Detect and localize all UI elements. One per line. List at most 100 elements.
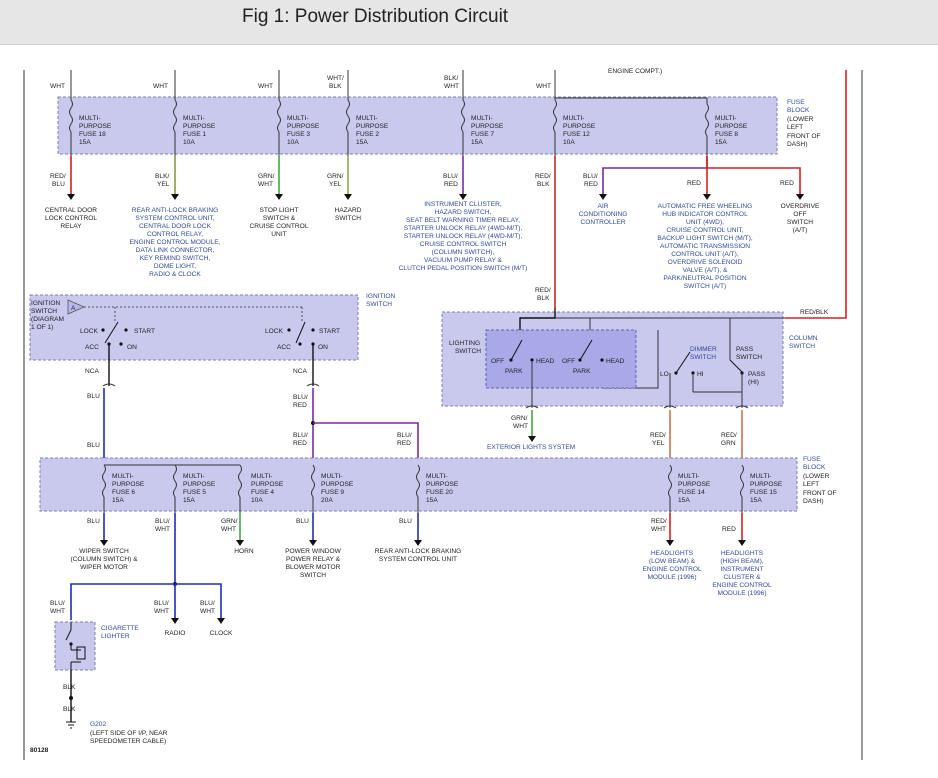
cigarette-lighter-box xyxy=(54,621,96,671)
svg-text:MODULE (1996): MODULE (1996) xyxy=(647,574,696,581)
fuse-3: MULTI- PURPOSE FUSE 3 10A xyxy=(277,99,320,156)
wire-label-wht-blk-b: BLK xyxy=(329,83,342,90)
dest-free-wheeling-hub-etc: AUTOMATIC FREE WHEELING HUB INDICATOR CO… xyxy=(657,203,753,290)
svg-text:MULTI-: MULTI- xyxy=(79,115,101,122)
svg-text:HUB INDICATOR CONTROL: HUB INDICATOR CONTROL xyxy=(662,211,748,218)
figure-id: 80128 xyxy=(30,747,49,754)
svg-text:CLUSTER &: CLUSTER & xyxy=(723,574,761,581)
svg-text:RADIO & CLOCK: RADIO & CLOCK xyxy=(149,271,201,278)
svg-text:SWITCH: SWITCH xyxy=(335,215,361,222)
svg-text:SYSTEM CONTROL UNIT,: SYSTEM CONTROL UNIT, xyxy=(135,215,214,222)
svg-text:VACUUM PUMP RELAY &: VACUUM PUMP RELAY & xyxy=(424,257,503,264)
svg-text:VALVE (A/T), &: VALVE (A/T), & xyxy=(683,267,728,274)
svg-text:SWITCH (A/T): SWITCH (A/T) xyxy=(684,283,727,290)
dest-headlights-low-beam: HEADLIGHTS (LOW BEAM) & ENGINE CONTROL M… xyxy=(642,550,702,581)
wire-blu-red-branch xyxy=(313,422,419,465)
svg-text:CONDITIONING: CONDITIONING xyxy=(579,211,628,218)
figure-title: Fig 1: Power Distribution Circuit xyxy=(242,6,509,27)
svg-text:WHT: WHT xyxy=(221,526,236,533)
svg-text:PURPOSE: PURPOSE xyxy=(183,481,216,488)
bottom-output-labels: BLU BLU/ WHT GRN/ WHT BLU BLU RED/ WHT R… xyxy=(87,518,736,533)
svg-text:SPEEDOMETER CABLE): SPEEDOMETER CABLE) xyxy=(90,738,166,745)
svg-text:(LOW BEAM) &: (LOW BEAM) & xyxy=(649,558,696,565)
svg-text:CRUISE CONTROL SWITCH: CRUISE CONTROL SWITCH xyxy=(420,241,507,248)
svg-text:PURPOSE: PURPOSE xyxy=(79,123,112,130)
svg-text:PURPOSE: PURPOSE xyxy=(715,123,748,130)
svg-text:SWITCH &: SWITCH & xyxy=(263,215,296,222)
dest-overdrive-off-switch: OVERDRIVE OFF SWITCH (A/T) xyxy=(781,203,820,234)
svg-text:20A: 20A xyxy=(321,497,333,504)
svg-text:FUSE 12: FUSE 12 xyxy=(563,131,590,138)
svg-text:OFF: OFF xyxy=(793,211,806,218)
wire-blu-wht-cig xyxy=(70,583,175,620)
dest-rear-anti-lock-braking: REAR ANTI-LOCK BRAKING SYSTEM CONTROL UN… xyxy=(375,548,461,563)
svg-text:WHT: WHT xyxy=(513,423,528,430)
svg-text:FUSE 14: FUSE 14 xyxy=(678,489,705,496)
svg-text:ACC: ACC xyxy=(277,344,291,351)
svg-text:PARK: PARK xyxy=(505,368,523,375)
svg-text:HAZARD: HAZARD xyxy=(334,207,361,214)
fuse-block-top-label: FUSE BLOCK (LOWER LEFT FRONT OF DASH) xyxy=(787,99,821,148)
svg-text:RED/: RED/ xyxy=(50,173,66,180)
svg-text:FUSE 15: FUSE 15 xyxy=(750,489,777,496)
svg-text:PURPOSE: PURPOSE xyxy=(426,481,459,488)
svg-text:CRUISE CONTROL: CRUISE CONTROL xyxy=(250,223,309,230)
power-distribution-diagram: ENGINE COMPT.) RED/BLK FUSE BLOCK (LOWER… xyxy=(23,68,863,760)
svg-text:10A: 10A xyxy=(563,139,575,146)
svg-text:FUSE: FUSE xyxy=(803,456,821,463)
svg-text:RED/: RED/ xyxy=(535,287,551,294)
ignition-contacts-left: LOCK START ACC ON xyxy=(80,321,155,351)
svg-text:START: START xyxy=(319,328,340,335)
svg-text:REAR ANTI-LOCK BRAKING: REAR ANTI-LOCK BRAKING xyxy=(132,207,218,214)
svg-text:COLUMN: COLUMN xyxy=(789,335,818,342)
svg-text:LEFT: LEFT xyxy=(803,481,819,488)
cigarette-lighter-icon xyxy=(65,622,86,670)
svg-text:BLU/: BLU/ xyxy=(583,173,598,180)
svg-text:BLU/: BLU/ xyxy=(397,432,412,439)
svg-text:HEADLIGHTS: HEADLIGHTS xyxy=(721,550,764,557)
fuse-14: MULTI- PURPOSE FUSE 14 15A xyxy=(668,464,711,513)
svg-text:WHT: WHT xyxy=(154,608,169,615)
svg-text:PURPOSE: PURPOSE xyxy=(678,481,711,488)
svg-text:MULTI-: MULTI- xyxy=(563,115,585,122)
svg-text:YEL: YEL xyxy=(652,440,665,447)
svg-text:MULTI-: MULTI- xyxy=(356,115,378,122)
wire-blu-red-2 xyxy=(602,156,708,194)
blk-label-2: BLK xyxy=(63,706,76,713)
grn-wht-label: GRN/ WHT xyxy=(511,415,528,430)
svg-text:(LEFT SIDE OF I/P, NEAR: (LEFT SIDE OF I/P, NEAR xyxy=(90,730,168,737)
svg-text:AIR: AIR xyxy=(598,203,609,210)
svg-text:UNIT: UNIT xyxy=(271,231,286,238)
cigarette-lighter-label: CIGARETTE LIGHTER xyxy=(101,625,139,640)
pass-switch-label: PASS SWITCH xyxy=(736,346,762,361)
svg-text:AUTOMATIC FREE WHEELING: AUTOMATIC FREE WHEELING xyxy=(658,203,753,210)
svg-text:RED: RED xyxy=(293,440,307,447)
ignition-switch-left-label: IGNITION SWITCH (DIAGRAM 1 OF 1) xyxy=(31,300,64,331)
fuse-block-bottom-label: FUSE BLOCK (LOWER LEFT FRONT OF DASH) xyxy=(803,456,837,505)
svg-text:10A: 10A xyxy=(183,139,195,146)
ground-icon xyxy=(66,721,76,729)
svg-text:RELAY: RELAY xyxy=(60,223,82,230)
svg-text:15A: 15A xyxy=(79,139,91,146)
svg-text:MULTI-: MULTI- xyxy=(112,473,134,480)
fuse-block-top xyxy=(57,96,778,155)
svg-text:UNIT (4WD),: UNIT (4WD), xyxy=(686,219,724,226)
svg-text:SWITCH: SWITCH xyxy=(787,219,813,226)
svg-text:BLU: BLU xyxy=(87,518,100,525)
svg-text:INSTRUMENT CLUSTER,: INSTRUMENT CLUSTER, xyxy=(424,201,502,208)
fuse-7: MULTI- PURPOSE FUSE 7 15A xyxy=(461,99,504,156)
svg-text:SYSTEM CONTROL UNIT: SYSTEM CONTROL UNIT xyxy=(379,556,457,563)
ground-id: G202 xyxy=(90,721,106,728)
svg-text:BLOCK: BLOCK xyxy=(803,464,826,471)
svg-text:FUSE 4: FUSE 4 xyxy=(251,489,274,496)
svg-text:15A: 15A xyxy=(356,139,368,146)
svg-text:OFF: OFF xyxy=(562,358,575,365)
svg-text:BACKUP LIGHT SWITCH (M/T),: BACKUP LIGHT SWITCH (M/T), xyxy=(657,235,753,242)
wire-label-wht-3: WHT xyxy=(258,83,273,90)
svg-text:(COLUMN SWITCH),: (COLUMN SWITCH), xyxy=(432,249,495,256)
svg-text:RED: RED xyxy=(293,402,307,409)
svg-text:RED: RED xyxy=(444,181,458,188)
svg-text:FUSE 18: FUSE 18 xyxy=(79,131,106,138)
svg-text:RED: RED xyxy=(687,180,701,187)
svg-text:DOME LIGHT,: DOME LIGHT, xyxy=(154,263,196,270)
